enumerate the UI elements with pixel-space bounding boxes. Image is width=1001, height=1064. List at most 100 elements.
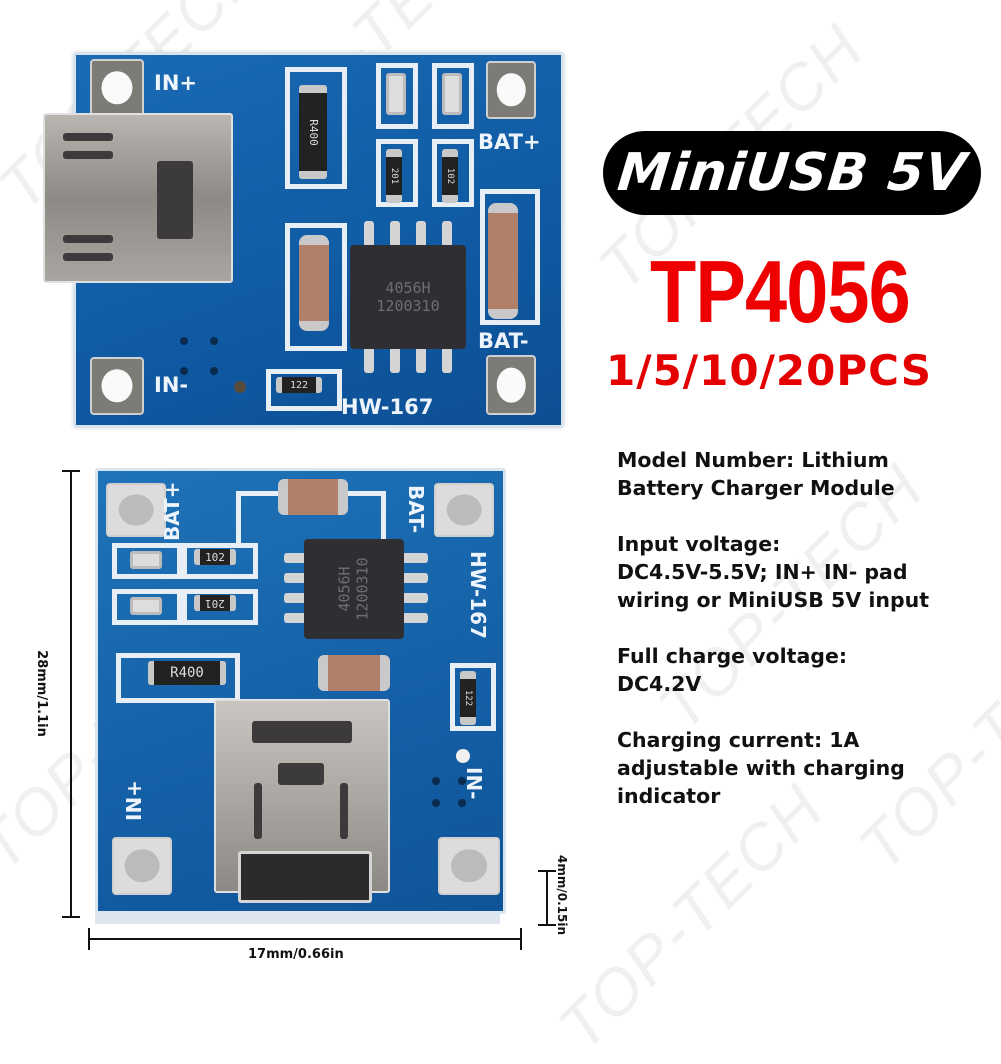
ic-tp4056: 4056H 1200310 — [304, 539, 404, 639]
spec-line: Input voltage: — [617, 532, 781, 556]
interface-badge: MiniUSB 5V — [603, 131, 981, 215]
spec-line: DC4.5V-5.5V; IN+ IN- pad — [617, 560, 908, 584]
dimension-line-width — [88, 938, 522, 940]
usb-slot — [340, 783, 348, 839]
pcb-top-view: IN+ IN- BAT+ BAT- HW-167 R400 201 102 12… — [43, 52, 564, 428]
dimension-line-height — [70, 470, 72, 918]
label-in-plus: IN+ — [122, 780, 146, 821]
dimension-tick — [62, 916, 80, 918]
dimension-label-thickness: 4mm/0.15in — [555, 854, 570, 936]
capacitor-output — [488, 203, 518, 319]
ic-pin — [442, 221, 452, 247]
capacitor-output — [278, 479, 348, 515]
ic-pin — [402, 553, 428, 563]
usb-slot — [63, 235, 113, 243]
ic-marking-group: 4056H 1200310 — [336, 557, 372, 620]
label-bat-minus: BAT- — [478, 329, 529, 353]
via — [458, 799, 466, 807]
led-green — [130, 551, 162, 569]
resistor-r400: R400 — [299, 85, 327, 179]
label-in-minus: IN- — [154, 373, 189, 397]
spec-full-charge-voltage: Full charge voltage: DC4.2V — [617, 642, 987, 698]
resistor-marking: 122 — [289, 379, 309, 391]
pad-in-plus — [90, 59, 144, 117]
via — [458, 777, 466, 785]
ic-pin — [284, 613, 310, 623]
pad-bat-minus — [434, 483, 494, 537]
dimension-tick — [520, 928, 522, 950]
via — [432, 799, 440, 807]
usb-slot — [254, 783, 262, 839]
label-board-id: HW-167 — [466, 551, 490, 639]
ic-pin — [364, 221, 374, 247]
usb-slot — [252, 721, 352, 743]
ic-pin — [442, 347, 452, 373]
via — [432, 777, 440, 785]
dimension-tick — [88, 928, 90, 950]
silk-frame — [432, 139, 474, 207]
model-title: TP4056 — [650, 242, 911, 341]
badge-label: MiniUSB 5V — [614, 143, 970, 203]
spec-charging-current: Charging current: 1A adjustable with cha… — [617, 726, 987, 810]
ic-pin — [390, 347, 400, 373]
pad-bat-plus — [106, 483, 166, 537]
resistor-marking: 102 — [205, 550, 225, 564]
resistor-122: 122 — [276, 377, 322, 393]
via — [210, 367, 218, 375]
label-bat-plus: BAT+ — [478, 130, 541, 154]
ic-pin — [390, 221, 400, 247]
pad-bat-minus — [486, 355, 536, 415]
led-red — [386, 73, 406, 115]
capacitor-input — [299, 235, 329, 331]
label-in-minus: IN- — [462, 767, 486, 800]
spec-line: Model Number: Lithium — [617, 448, 889, 472]
ic-pin — [402, 613, 428, 623]
silk-frame — [182, 543, 258, 579]
ic-pin — [416, 221, 426, 247]
spec-input-voltage: Input voltage: DC4.5V-5.5V; IN+ IN- pad … — [617, 530, 987, 614]
spec-list: Model Number: Lithium Battery Charger Mo… — [617, 446, 987, 838]
spec-line: indicator — [617, 784, 721, 808]
ic-pin — [402, 593, 428, 603]
spec-line: wiring or MiniUSB 5V input — [617, 588, 930, 612]
resistor-marking: 102 — [445, 167, 456, 185]
ic-pin — [416, 347, 426, 373]
pad-in-plus — [112, 837, 172, 895]
dimension-label-height: 28mm/1.1in — [33, 650, 49, 737]
ic-tp4056: 4056H 1200310 — [350, 245, 466, 349]
spec-model-number: Model Number: Lithium Battery Charger Mo… — [617, 446, 987, 502]
resistor-102: 102 — [194, 549, 236, 565]
dimension-tick — [538, 870, 556, 872]
resistor-marking: R400 — [170, 665, 204, 681]
ic-marking: 1200310 — [354, 557, 372, 621]
label-bat-plus: BAT+ — [160, 481, 184, 541]
label-board-id: HW-167 — [341, 395, 434, 419]
capacitor-input — [318, 655, 390, 691]
led-green — [442, 73, 462, 115]
resistor-102: 102 — [442, 149, 458, 203]
label-in-plus: IN+ — [154, 71, 197, 95]
silk-frame — [480, 189, 540, 325]
ic-pin — [284, 573, 310, 583]
pcb-angled-view: BAT+ BAT- HW-167 IN+ IN- 102 201 R400 12… — [95, 468, 506, 914]
resistor-marking: 122 — [463, 689, 474, 707]
via — [180, 367, 188, 375]
resistor-marking: R400 — [306, 118, 320, 146]
quantity-options: 1/5/10/20PCS — [606, 346, 932, 395]
resistor-201: 201 — [386, 149, 402, 203]
spec-line: Charging current: 1A — [617, 728, 860, 752]
silk-frame — [450, 663, 496, 731]
silk-frame — [285, 223, 347, 351]
silk-frame — [112, 543, 182, 579]
dimension-tick — [62, 470, 80, 472]
resistor-marking: 201 — [205, 596, 225, 610]
ic-marking: 4056H — [385, 279, 431, 297]
spec-line: DC4.2V — [617, 672, 702, 696]
dimension-tick — [538, 924, 556, 926]
usb-port-opening — [238, 851, 372, 903]
ic-pin — [402, 573, 428, 583]
resistor-122: 122 — [460, 671, 476, 725]
resistor-201: 201 — [194, 595, 236, 611]
usb-slot — [278, 763, 324, 785]
spec-line: adjustable with charging — [617, 756, 905, 780]
